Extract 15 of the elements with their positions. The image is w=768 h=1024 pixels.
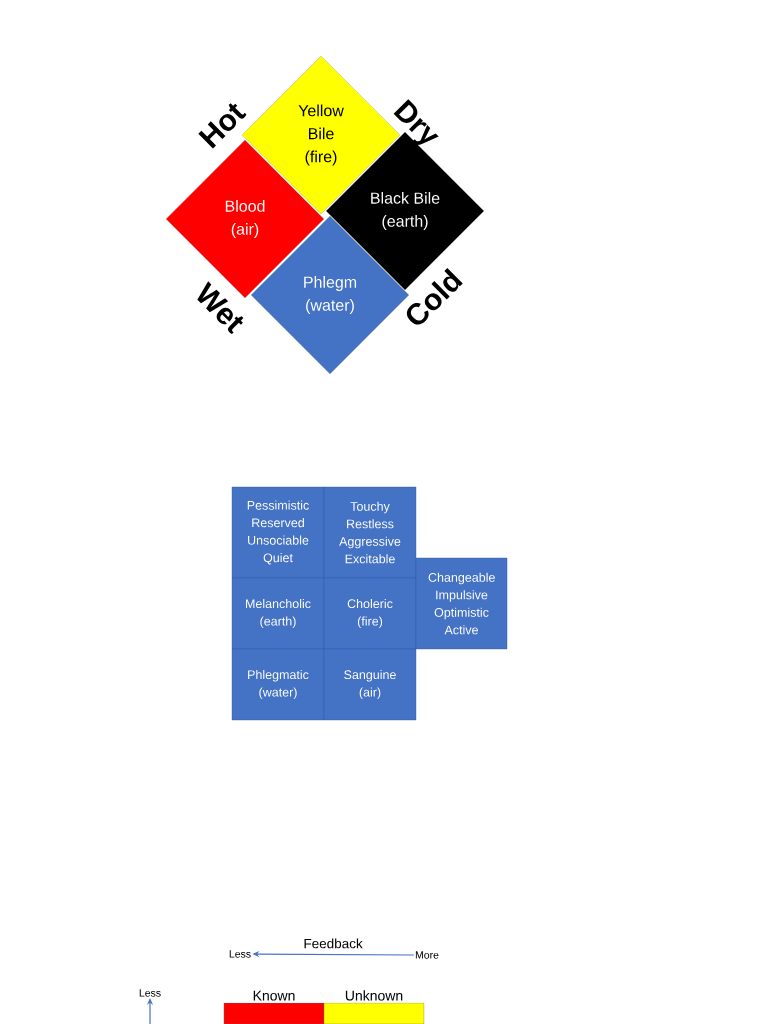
node-label: Known: [253, 990, 295, 1001]
edge-label: Feedback: [304, 938, 363, 949]
table-cell: Pessimistic Reserved Unsociable Quiet: [231, 486, 325, 579]
table-cell: Sanguine (air): [323, 648, 417, 721]
table-cell: Choleric (fire): [323, 577, 417, 650]
table-cell: Touchy Restless Aggressive Excitable: [323, 486, 417, 579]
quadrant-box: Unknown: [323, 990, 425, 1024]
axis-label: Less: [229, 950, 251, 958]
table-cell: Phlegmatic (water): [231, 648, 325, 721]
quadrant-box: Known: [223, 990, 325, 1024]
axis-label: More: [415, 951, 439, 959]
table-cell: Changeable Impulsive Optimistic Active: [415, 557, 508, 650]
node-label: Unknown: [345, 990, 403, 1001]
table-cell: Melancholic (earth): [231, 577, 325, 650]
axis-label: Less: [139, 989, 161, 997]
